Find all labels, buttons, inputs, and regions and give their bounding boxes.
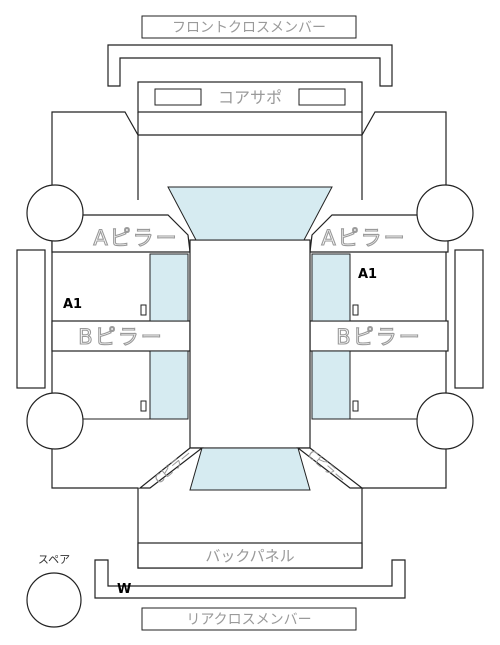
a-pillar-right-band: [309, 214, 449, 253]
b-pillar-right-label: Bピラー: [336, 325, 421, 349]
front-left-wheel: [26, 184, 84, 242]
right-rocker: [454, 249, 484, 389]
left-rear-door-handle: [140, 400, 147, 412]
c-pillar-left: [138, 447, 204, 489]
right-rear-window: [311, 350, 351, 420]
b-pillar-right-band: [309, 320, 449, 352]
rear-right-wheel: [416, 392, 474, 450]
spare-tire: [26, 572, 82, 628]
front-right-wheel: [416, 184, 474, 242]
rear-cross-member-label: リアクロスメンバー: [186, 612, 311, 628]
left-door-grade: A1: [63, 297, 82, 312]
roof: [189, 239, 311, 449]
left-front-door-handle: [140, 304, 147, 316]
rear-left-wheel: [26, 392, 84, 450]
right-rear-door-handle: [352, 400, 359, 412]
a-pillar-right-label: Aピラー: [321, 226, 406, 250]
windshield: [167, 186, 333, 241]
c-pillar-right: [296, 447, 364, 489]
rear-cross-member-box: [141, 607, 357, 631]
front-cross-member-label: フロントクロスメンバー: [172, 20, 326, 36]
spare-label: スペア: [38, 553, 70, 566]
left-rocker: [16, 249, 46, 389]
core-support-label: コアサポ: [218, 88, 282, 107]
front-cross-member-box: [141, 15, 357, 39]
right-front-window: [311, 253, 351, 322]
rear-window: [189, 447, 311, 491]
back-panel-label: バックパネル: [205, 547, 294, 565]
core-support-right-slot: [298, 88, 346, 106]
left-front-window: [149, 253, 189, 322]
core-support-left-slot: [154, 88, 202, 106]
a-pillar-left-label: Aピラー: [93, 226, 178, 250]
front-bumper-bracket: [107, 44, 393, 87]
right-front-door-handle: [352, 304, 359, 316]
back-panel: [137, 542, 363, 569]
right-door-grade: A1: [358, 267, 377, 282]
left-rear-window: [149, 350, 189, 420]
rear-grade: W: [117, 582, 131, 597]
a-pillar-left-band: [51, 214, 191, 253]
b-pillar-left-label: Bピラー: [78, 325, 163, 349]
rear-bumper-bracket: [94, 559, 406, 599]
